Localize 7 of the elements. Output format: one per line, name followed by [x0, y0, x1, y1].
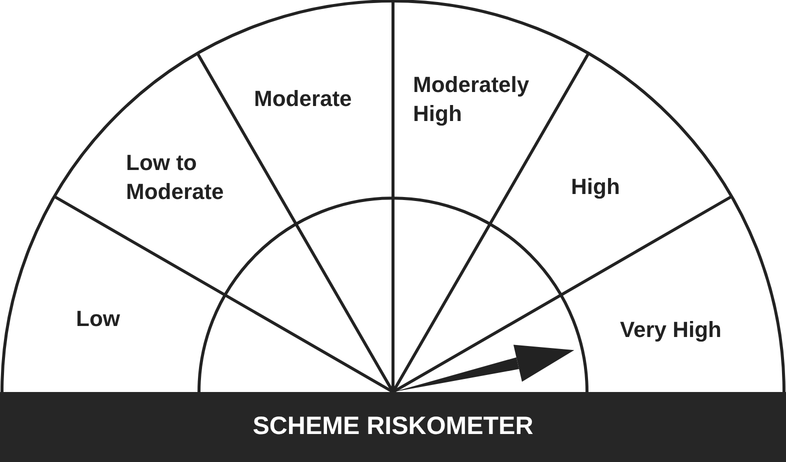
risk-level-label: Moderate [254, 84, 378, 113]
risk-level-label: Moderately High [413, 70, 563, 128]
title: SCHEME RISKOMETER [252, 411, 534, 442]
risk-level-label: Low [76, 304, 136, 333]
risk-level-label: High [571, 172, 641, 201]
risk-level-label: Low to Moderate [126, 148, 256, 206]
risk-level-label: Very High [620, 315, 750, 344]
